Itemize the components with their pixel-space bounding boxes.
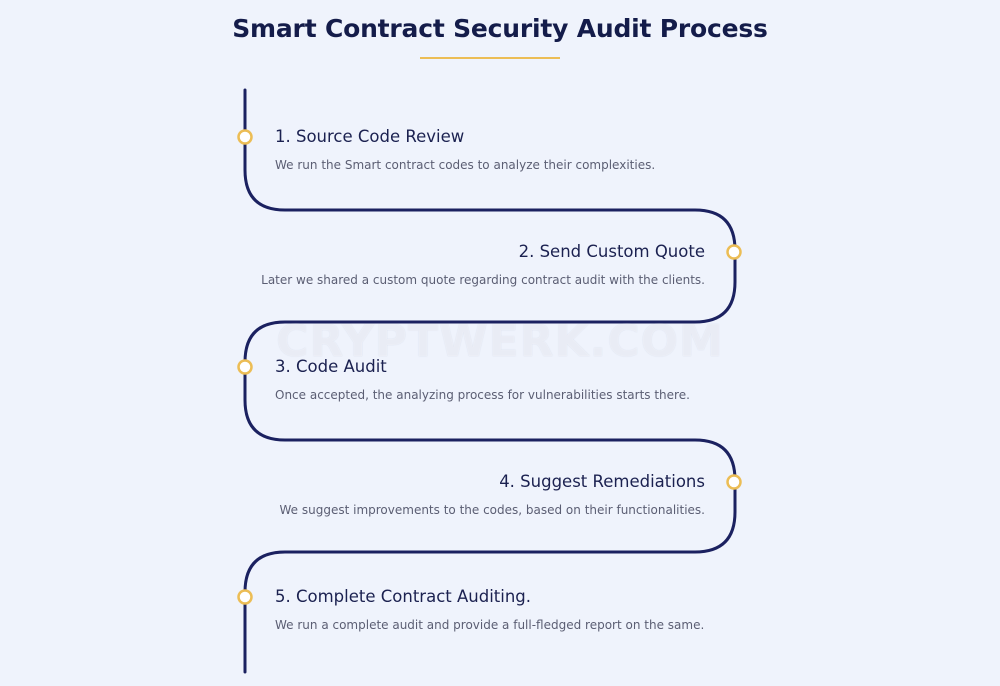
step-description: We run a complete audit and provide a fu… (275, 618, 705, 632)
step-description: Later we shared a custom quote regarding… (261, 273, 705, 287)
timeline-path (243, 88, 737, 674)
step-title: 3. Code Audit (275, 357, 387, 376)
step-marker-2 (726, 244, 742, 260)
step-marker-3 (237, 359, 253, 375)
step-marker-4 (726, 474, 742, 490)
step-title: 1. Source Code Review (275, 127, 465, 146)
step-description: We run the Smart contract codes to analy… (275, 158, 656, 172)
step-3: 3. Code Audit Once accepted, the analyzi… (275, 357, 735, 403)
title-underline (420, 57, 560, 59)
page-title: Smart Contract Security Audit Process (232, 14, 768, 43)
step-marker-1 (237, 129, 253, 145)
step-title: 2. Send Custom Quote (518, 242, 705, 261)
step-marker-5 (237, 589, 253, 605)
step-5: 5. Complete Contract Auditing. We run a … (275, 587, 735, 633)
step-1: 1. Source Code Review We run the Smart c… (275, 127, 735, 173)
step-2: 2. Send Custom Quote Later we shared a c… (245, 242, 705, 288)
step-4: 4. Suggest Remediations We suggest impro… (245, 472, 705, 518)
step-title: 5. Complete Contract Auditing. (275, 587, 532, 606)
step-description: We suggest improvements to the codes, ba… (279, 503, 705, 517)
step-title: 4. Suggest Remediations (499, 472, 705, 491)
step-description: Once accepted, the analyzing process for… (275, 388, 690, 402)
